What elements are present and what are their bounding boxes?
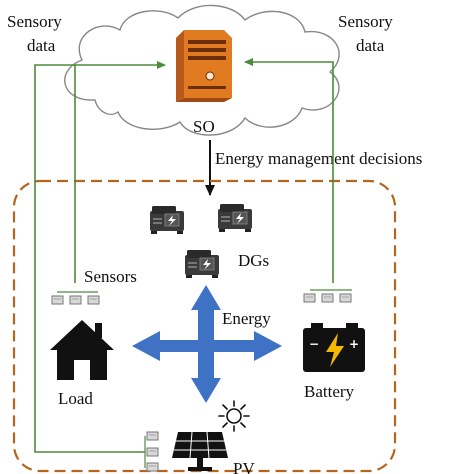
sensors-label: Sensors <box>84 267 137 286</box>
sensory-data-right-line1: Sensory <box>338 12 393 31</box>
sensory-data-left-line1: Sensory <box>7 12 62 31</box>
sensor-icon <box>51 295 64 305</box>
sensor-icon <box>303 293 316 303</box>
pv-sensory-line <box>34 64 145 453</box>
generator-icon <box>217 203 253 233</box>
sensor-icon <box>321 293 334 303</box>
so-label: SO <box>193 117 215 136</box>
solar-panel-icon <box>172 431 228 471</box>
sensor-icon <box>87 295 100 305</box>
pv-label: PV <box>233 459 255 474</box>
energy-label: Energy <box>222 309 271 328</box>
sensor-icon <box>69 295 82 305</box>
generator-icon <box>184 249 220 279</box>
generator-icon <box>149 205 185 235</box>
sensor-icon <box>146 462 159 472</box>
house-icon <box>50 320 114 380</box>
sensor-icon <box>339 293 352 303</box>
svg-text:+: + <box>349 337 359 351</box>
load-label: Load <box>58 389 93 408</box>
battery-label: Battery <box>304 382 355 401</box>
sensory-data-right-line2: data <box>356 36 385 55</box>
sun-icon <box>218 400 250 432</box>
svg-text:−: − <box>309 337 319 351</box>
server-icon <box>176 30 232 102</box>
energy-management-label: Energy management decisions <box>215 149 422 168</box>
sensor-icon <box>146 431 159 441</box>
sensory-data-left-line2: data <box>27 36 56 55</box>
battery-sensory-line <box>244 58 334 283</box>
energy-flow-arrows <box>132 285 282 403</box>
battery-icon: − + <box>303 323 365 372</box>
dgs-label: DGs <box>238 251 269 270</box>
sensor-icon <box>146 447 159 457</box>
